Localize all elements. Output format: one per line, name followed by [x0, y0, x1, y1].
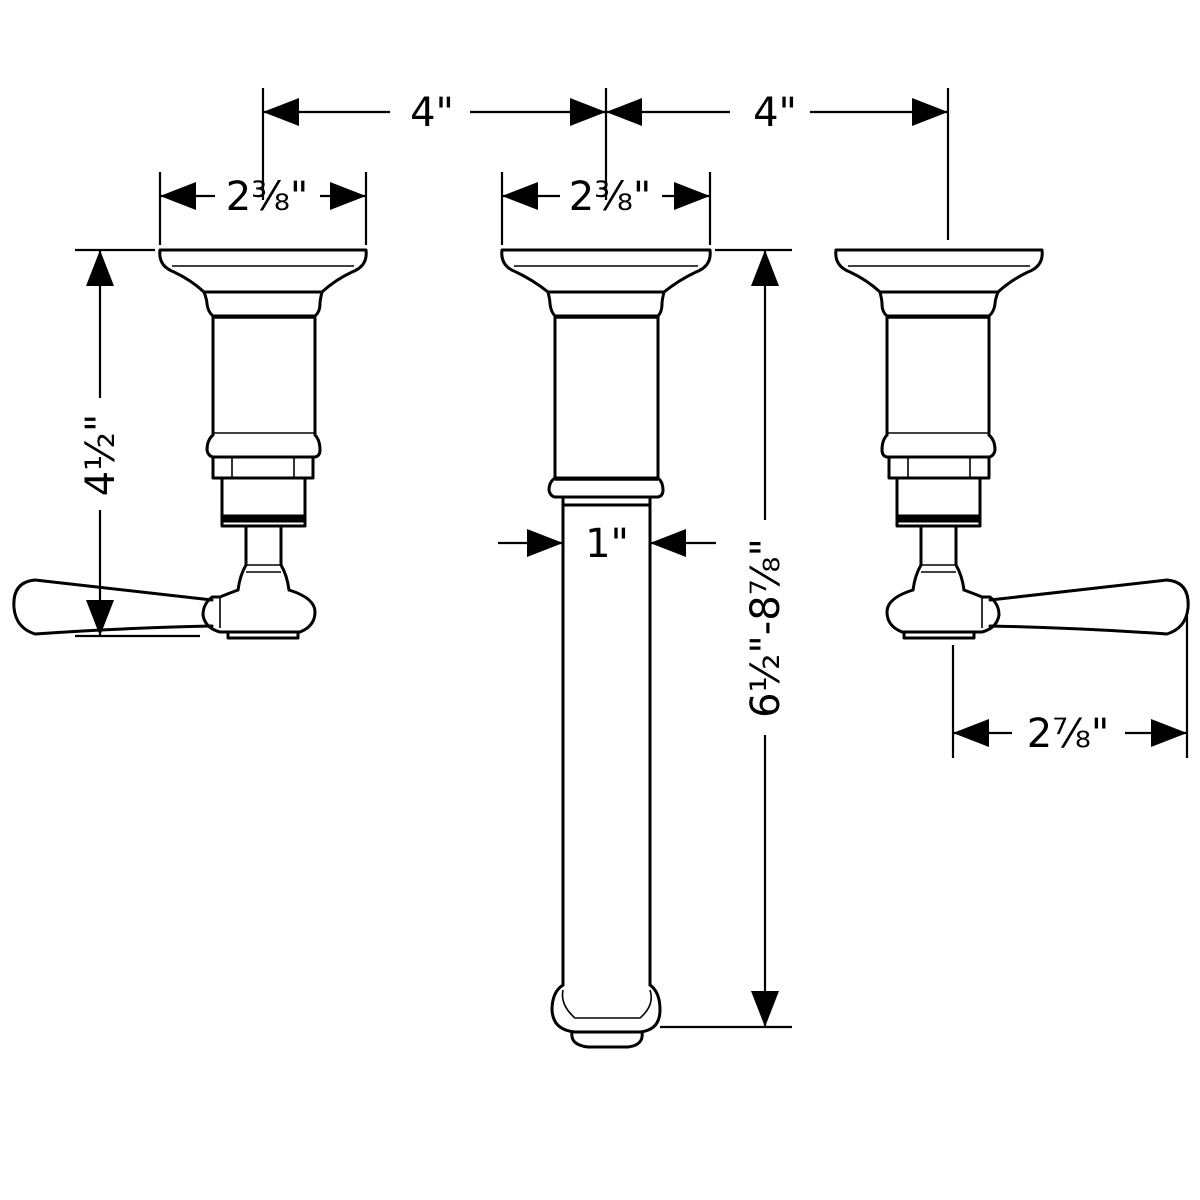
- dimension-left-flange: 2³⁄₈": [158, 172, 368, 245]
- dimension-spout-length: 6½"-8⅞": [660, 248, 792, 1029]
- dimension-spacing: 4" 4": [261, 88, 950, 240]
- handle-reach-label: 2⅞": [1027, 711, 1110, 757]
- spacing-left-label: 4": [410, 90, 454, 136]
- spout-length-label: 6½"-8⅞": [743, 538, 789, 718]
- left-flange-width-label: 2³⁄₈": [226, 174, 309, 220]
- dimension-spout-diameter: 1": [498, 521, 716, 567]
- right-valve: [836, 250, 1188, 638]
- spacing-right-label: 4": [753, 90, 797, 136]
- valve-height-label: 4½": [78, 414, 124, 497]
- dimension-spout-flange: 2³⁄₈": [500, 172, 712, 245]
- spout-diameter-label: 1": [585, 521, 629, 567]
- spout: [500, 248, 712, 1049]
- left-valve: [14, 250, 366, 638]
- dimension-handle-reach: 2⅞": [951, 615, 1189, 758]
- dimension-valve-height: 4½": [75, 248, 200, 638]
- spout-flange-width-label: 2³⁄₈": [569, 174, 652, 220]
